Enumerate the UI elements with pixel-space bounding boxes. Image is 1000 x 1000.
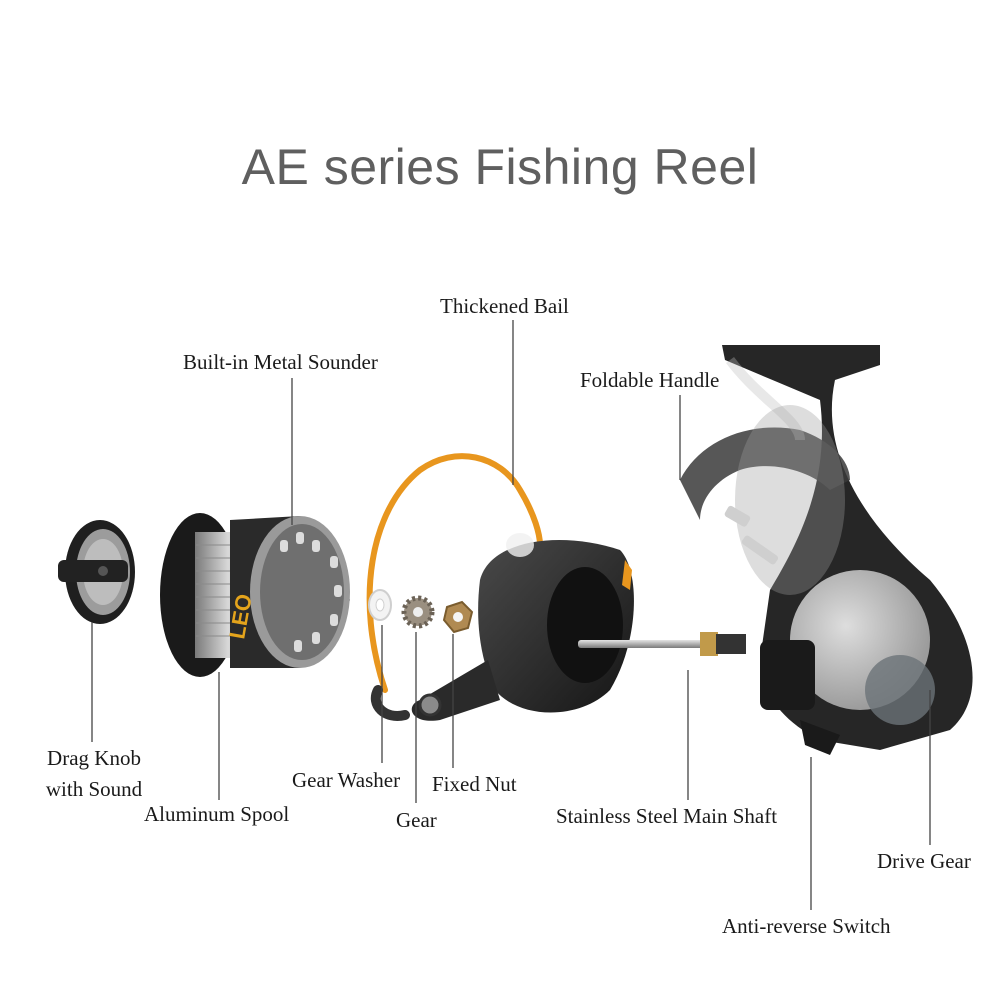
label-gear: Gear [396,808,437,832]
label-foldable-handle: Foldable Handle [580,368,720,392]
page-title: AE series Fishing Reel [241,139,759,195]
label-thickened-bail: Thickened Bail [440,294,569,318]
leader-lines [91,320,931,910]
label-drag-knob-line1: Drag Knob [47,746,141,770]
label-metal-sounder: Built-in Metal Sounder [183,350,378,374]
drag-knob [58,520,135,624]
label-drive-gear: Drive Gear [877,849,971,873]
label-fixed-nut: Fixed Nut [432,772,517,796]
rotor [411,533,634,721]
aluminum-spool: LEO [160,513,350,677]
thickened-bail [366,453,543,721]
small-gear [401,595,435,629]
label-gear-washer: Gear Washer [292,768,401,792]
label-main-shaft: Stainless Steel Main Shaft [556,804,778,828]
reel-body [680,345,973,755]
gear-washer [368,589,392,621]
label-drag-knob: Drag Knob with Sound [34,746,154,802]
label-aluminum-spool: Aluminum Spool [144,802,290,826]
label-drag-knob-line2: with Sound [45,777,143,801]
fixed-nut [442,600,474,634]
label-anti-reverse: Anti-reverse Switch [722,914,891,938]
main-shaft [578,632,746,656]
